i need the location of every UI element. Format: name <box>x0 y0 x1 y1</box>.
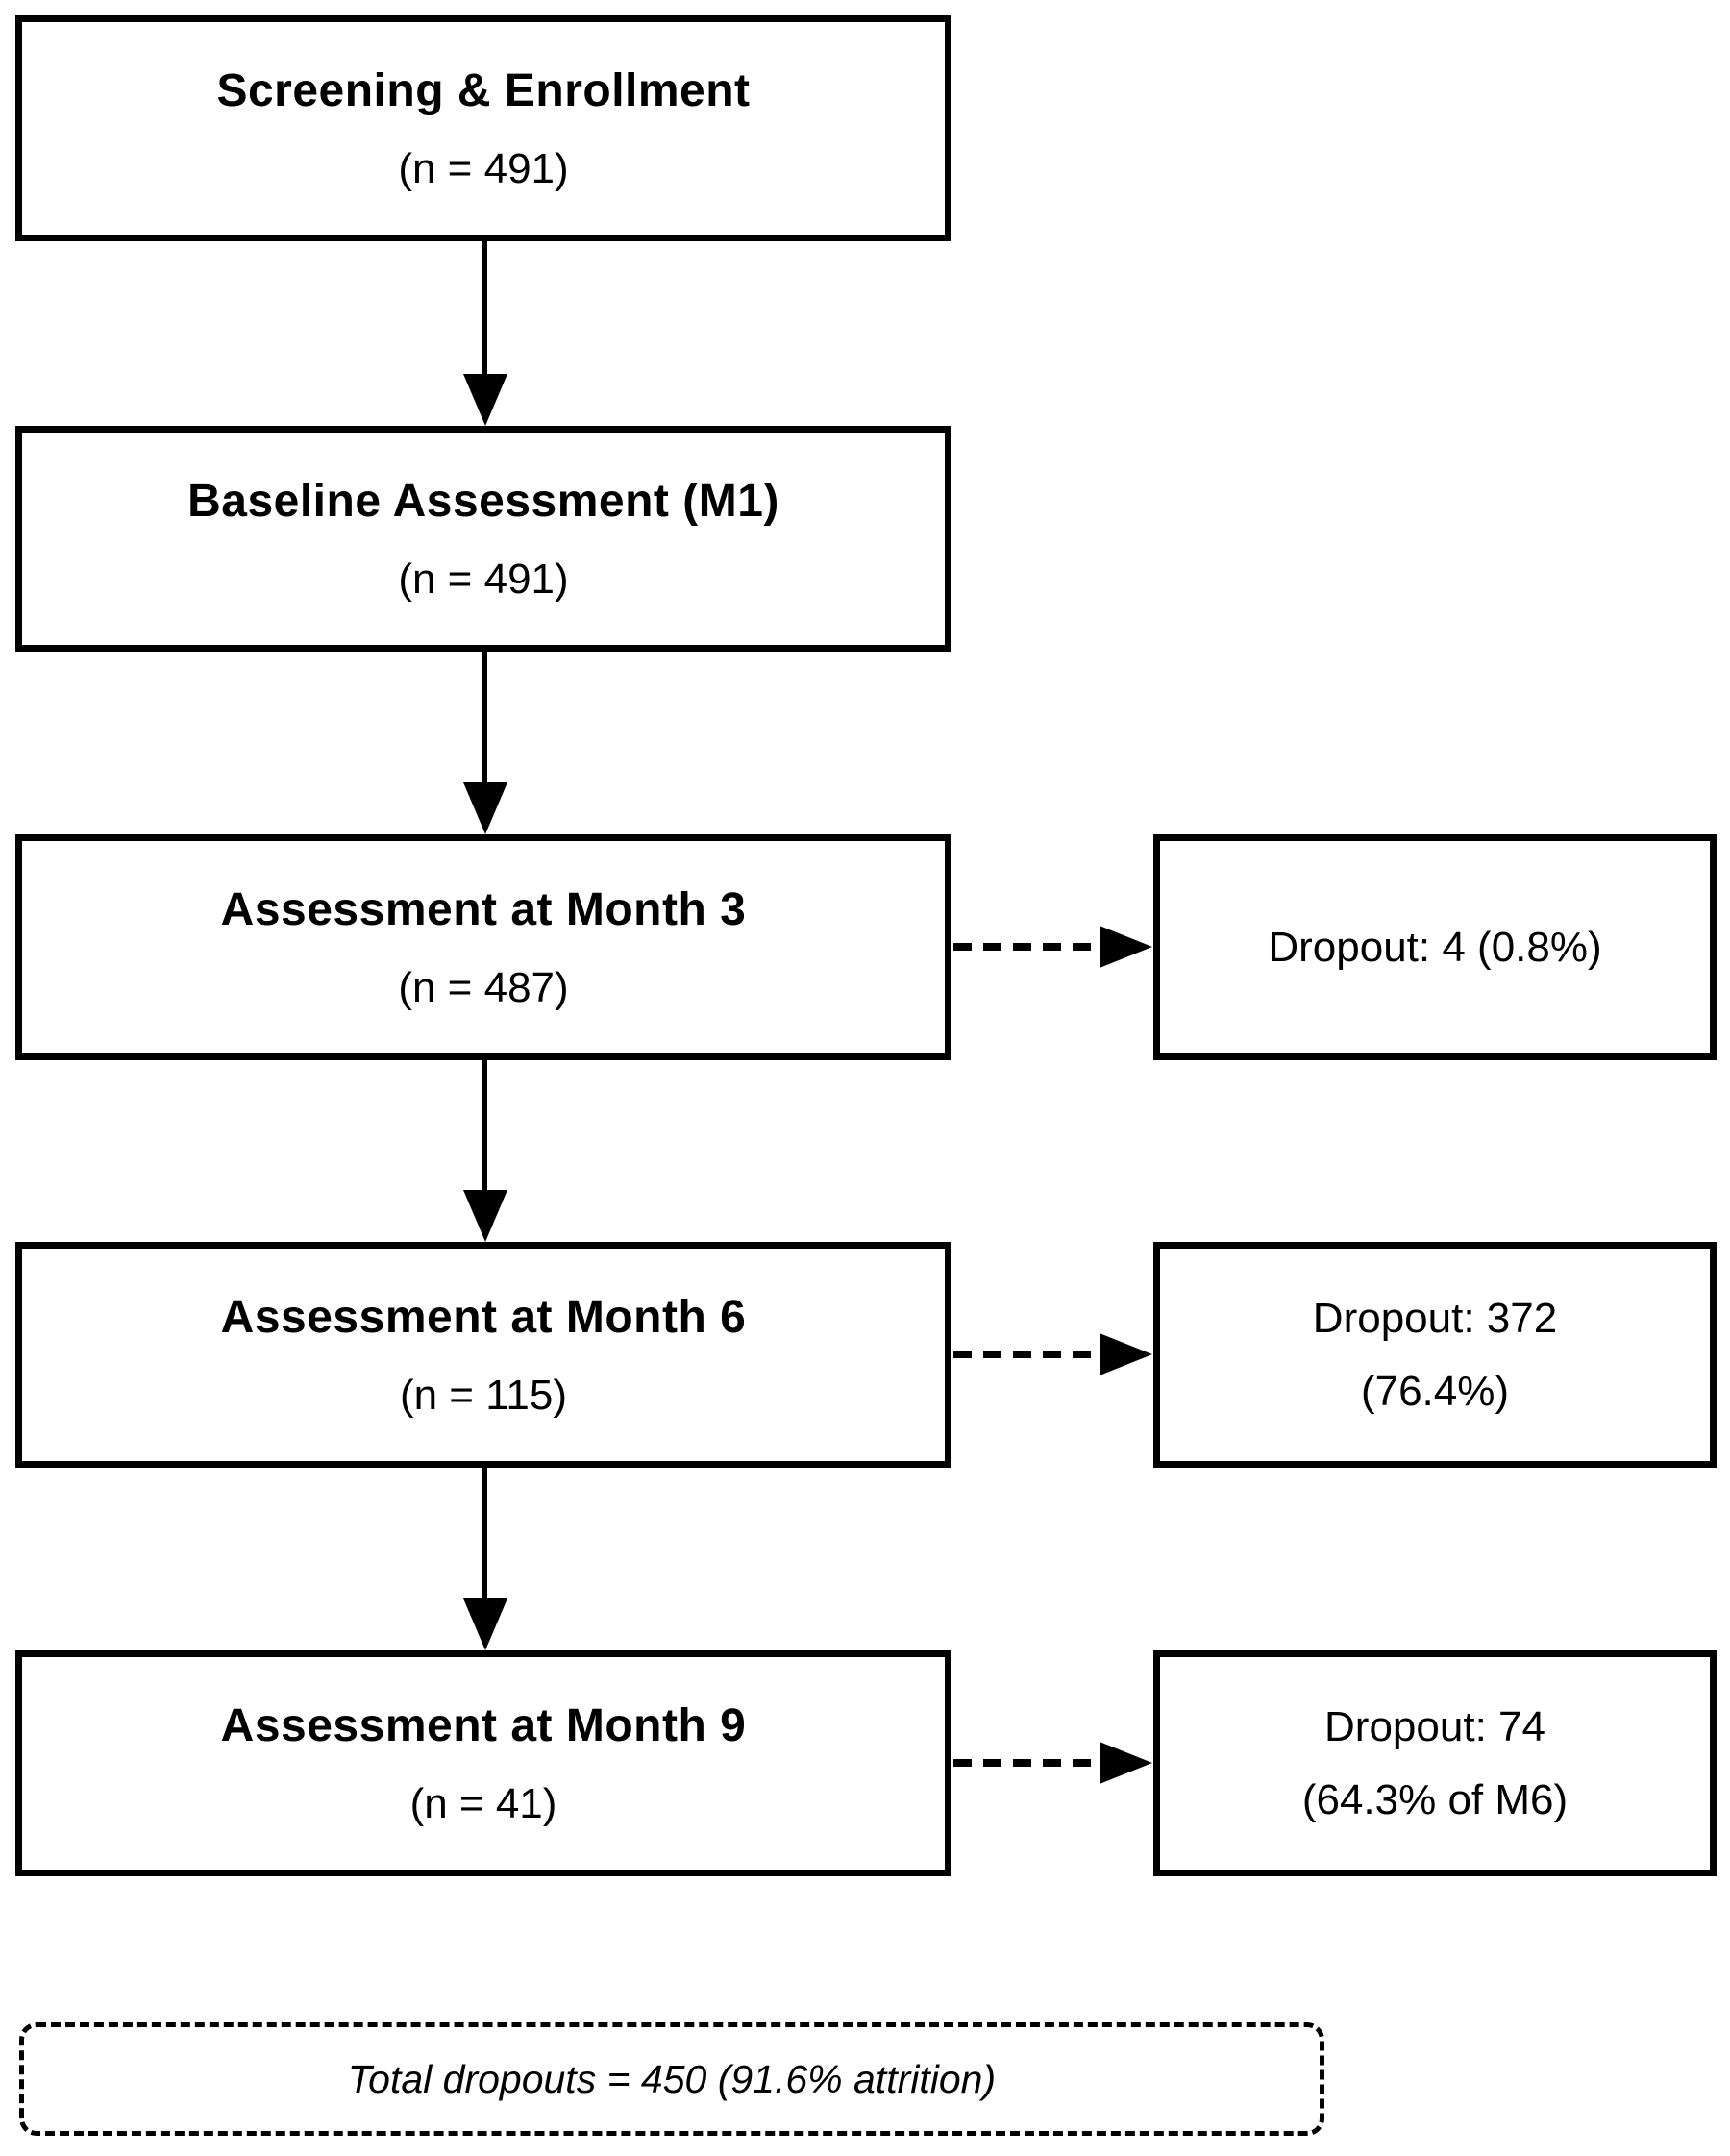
down-arrow-line-1 <box>482 241 487 376</box>
stage-n-label: (n = 41) <box>409 1779 557 1827</box>
stage-n-label: (n = 115) <box>399 1371 568 1419</box>
down-arrowhead-icon-4 <box>463 1598 507 1650</box>
down-arrowhead-icon-3 <box>463 1190 507 1242</box>
dropout-box-month-6: Dropout: 372 (76.4%) <box>1153 1242 1717 1468</box>
stage-title: Screening & Enrollment <box>216 64 751 116</box>
stage-n-label: (n = 491) <box>398 144 569 192</box>
stage-box-month-6: Assessment at Month 6 (n = 115) <box>15 1242 952 1468</box>
right-arrowhead-icon-month-3 <box>1100 926 1152 968</box>
dropout-percent-label: (76.4%) <box>1360 1367 1510 1415</box>
stage-n-label: (n = 491) <box>398 555 569 603</box>
stage-title: Baseline Assessment (M1) <box>187 475 779 527</box>
dropout-percent-label: (64.3% of M6) <box>1301 1775 1569 1823</box>
stage-n-label: (n = 487) <box>398 963 569 1011</box>
dropout-box-month-9: Dropout: 74 (64.3% of M6) <box>1153 1650 1717 1876</box>
dropout-label: Dropout: 4 (0.8%) <box>1268 923 1602 971</box>
stage-title: Assessment at Month 6 <box>220 1291 747 1343</box>
stage-box-month-3: Assessment at Month 3 (n = 487) <box>15 834 952 1060</box>
stage-box-month-9: Assessment at Month 9 (n = 41) <box>15 1650 952 1876</box>
dashed-arrow-line-month-3 <box>953 943 1100 951</box>
dropout-label: Dropout: 74 <box>1324 1702 1545 1750</box>
stage-title: Assessment at Month 3 <box>220 883 747 935</box>
stage-title: Assessment at Month 9 <box>220 1699 747 1751</box>
down-arrowhead-icon-1 <box>463 374 507 426</box>
dashed-arrow-line-month-6 <box>953 1351 1100 1358</box>
dropout-box-month-3: Dropout: 4 (0.8%) <box>1153 834 1717 1060</box>
dropout-label: Dropout: 372 <box>1312 1294 1558 1342</box>
down-arrow-line-3 <box>482 1060 487 1190</box>
down-arrow-line-2 <box>482 652 487 782</box>
stage-box-baseline-m1: Baseline Assessment (M1) (n = 491) <box>15 426 952 652</box>
total-dropouts-box: Total dropouts = 450 (91.6% attrition) <box>19 2022 1324 2136</box>
right-arrowhead-icon-month-9 <box>1100 1742 1152 1784</box>
down-arrowhead-icon-2 <box>463 782 507 834</box>
total-dropouts-label: Total dropouts = 450 (91.6% attrition) <box>347 2056 997 2101</box>
down-arrow-line-4 <box>482 1468 487 1598</box>
dashed-arrow-line-month-9 <box>953 1759 1100 1767</box>
stage-box-screening-enrollment: Screening & Enrollment (n = 491) <box>15 15 952 241</box>
right-arrowhead-icon-month-6 <box>1100 1333 1152 1375</box>
